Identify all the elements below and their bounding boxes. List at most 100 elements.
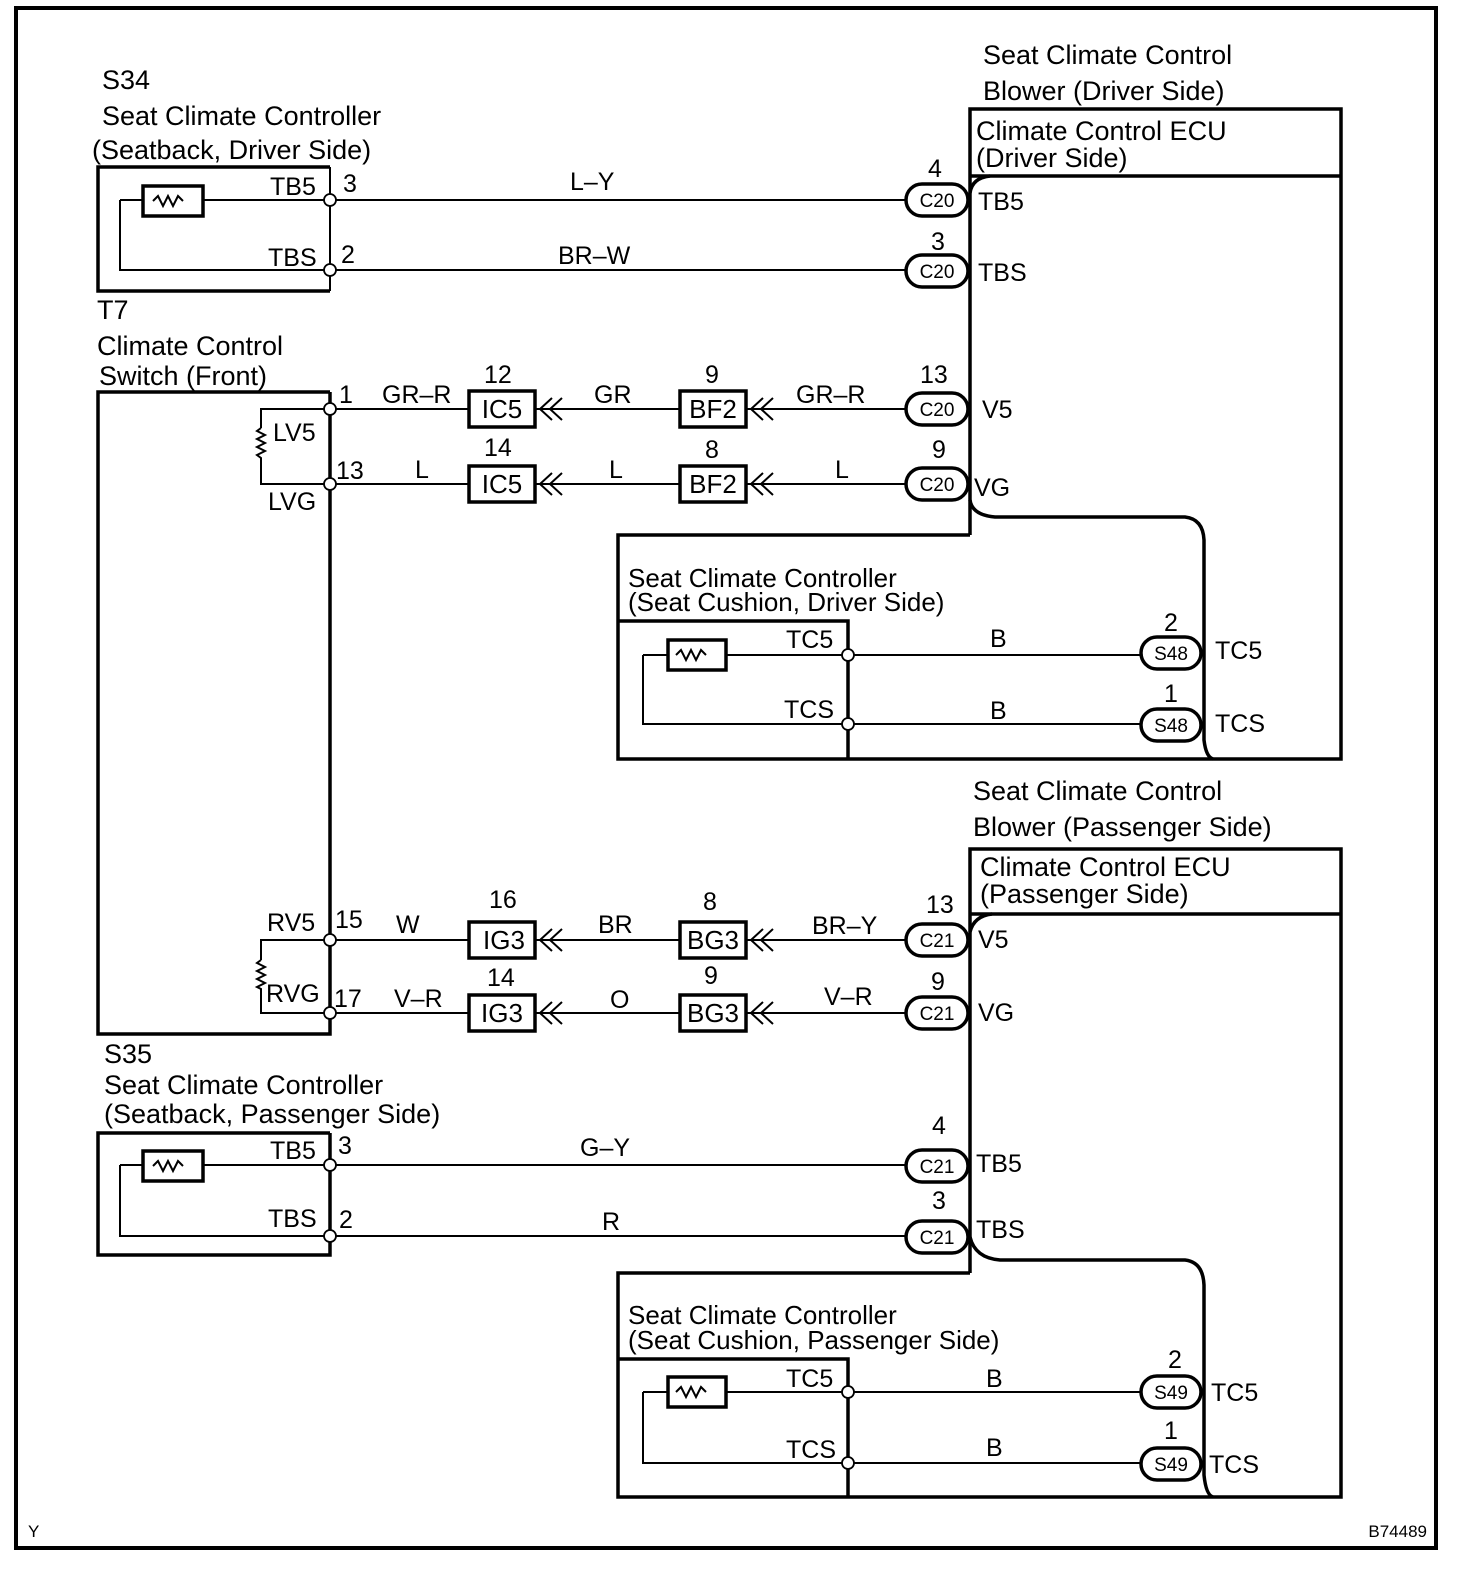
connector-label: C20 — [920, 400, 955, 421]
s34-pin-tbs: TBS — [268, 244, 317, 272]
t7-pin-lv5: LV5 — [273, 419, 316, 447]
component-s34: S34 Seat Climate Controller (Seatback, D… — [92, 65, 381, 293]
junction-connector-ig3 — [467, 920, 537, 960]
junction-pin-number: 9 — [705, 361, 719, 389]
connector-s48 — [1139, 635, 1203, 671]
connector-label: C20 — [920, 191, 955, 212]
junction-pin-number: 16 — [489, 886, 517, 914]
resistor-icon — [675, 1384, 707, 1400]
junction-pin-number: 12 — [484, 361, 512, 389]
junction-pin-number: 14 — [487, 964, 515, 992]
wire-w5: B 2 S48 — [854, 609, 1203, 671]
chevron-connector-icon — [538, 928, 563, 952]
connector-c21 — [904, 995, 970, 1031]
chevron-connector-icon — [749, 1001, 774, 1025]
wire-w3: GR–R 12 IC5 GR 9 BF2 GR–R 13 C20 — [336, 361, 970, 429]
cushion-passenger-pin-tc5: TC5 — [786, 1365, 833, 1393]
terminal-node — [323, 933, 337, 947]
terminal-node — [323, 1229, 337, 1243]
wire-w9: G–Y 4 C21 — [336, 1112, 970, 1184]
s34-sub: (Seatback, Driver Side) — [92, 135, 371, 165]
connector-label: C21 — [920, 1004, 955, 1025]
connector-label: S48 — [1154, 716, 1188, 737]
wire-color-label: B — [990, 625, 1007, 653]
wire-color-label: GR–R — [382, 381, 451, 409]
wire-color-label: GR — [594, 381, 632, 409]
wire-w8: V–R 14 IG3 O 9 BG3 V–R 9 C21 — [336, 962, 970, 1033]
junction-label: IC5 — [482, 394, 522, 424]
t7-pin-17: 17 — [334, 985, 362, 1013]
junction-label: IG3 — [481, 998, 523, 1028]
cushion-passenger-sub: (Seat Cushion, Passenger Side) — [628, 1325, 999, 1355]
chevron-connector-icon — [538, 397, 563, 421]
resistor-icon — [254, 959, 268, 992]
wire-w11: B 2 S49 — [854, 1346, 1203, 1410]
connector-c20 — [904, 391, 970, 427]
wire-color-label: L — [415, 456, 429, 484]
t7-pin-1: 1 — [339, 381, 353, 409]
component-blower-driver: Seat Climate Control Blower (Driver Side… — [968, 40, 1343, 761]
connector-pin-number: 13 — [920, 361, 948, 389]
component-cushion-driver: Seat Climate Controller (Seat Cushion, D… — [616, 533, 1213, 761]
t7-box — [96, 390, 332, 1036]
resistor-icon — [254, 427, 268, 462]
cushion-driver-sub: (Seat Cushion, Driver Side) — [628, 587, 944, 617]
connector-c21 — [904, 1219, 970, 1255]
wire-color-label: L — [609, 456, 623, 484]
wire-color-label: BR–W — [558, 242, 631, 270]
connector-label: C21 — [920, 931, 955, 952]
component-blower-passenger: Seat Climate Control Blower (Passenger S… — [968, 776, 1343, 1499]
terminal-node — [323, 1158, 337, 1172]
resistor-icon — [675, 647, 707, 663]
connector-pin-number: 2 — [1168, 1346, 1182, 1374]
cushion-passenger-pin-tcs: TCS — [786, 1436, 836, 1464]
footer-code-left: Y — [28, 1522, 39, 1541]
wire-color-label: W — [396, 911, 420, 939]
ecu-passenger-subtitle: (Passenger Side) — [980, 879, 1189, 909]
connector-pin-number: 1 — [1164, 1417, 1178, 1445]
blower-passenger-subtitle: Blower (Passenger Side) — [973, 812, 1272, 842]
ecu-pin-tc5: TC5 — [1211, 1379, 1258, 1407]
chevron-connector-icon — [749, 928, 774, 952]
connector-c20 — [904, 253, 970, 289]
connector-c20 — [904, 182, 970, 218]
chevron-connector-icon — [538, 1001, 563, 1025]
terminal-node — [323, 1006, 337, 1020]
s35-pin-2: 2 — [339, 1206, 353, 1234]
connector-pin-number: 3 — [931, 228, 945, 256]
s34-box — [96, 165, 330, 293]
s34-pin-tb5: TB5 — [270, 173, 316, 201]
connector-label: C20 — [920, 475, 955, 496]
junction-connector-bf2 — [678, 389, 748, 429]
blower-passenger-title: Seat Climate Control — [973, 776, 1222, 806]
wire-w1: L–Y 4 C20 — [336, 155, 970, 218]
s35-box — [96, 1131, 332, 1257]
wire-w4: L 14 IC5 L 8 BF2 L 9 C20 — [336, 434, 970, 504]
wire-color-label: G–Y — [580, 1134, 630, 1162]
junction-connector-ic5 — [467, 389, 537, 429]
chevron-connector-icon — [749, 397, 774, 421]
wire-w6: B 1 S48 — [854, 680, 1203, 743]
s34-name: Seat Climate Controller — [102, 101, 381, 131]
s35-name: Seat Climate Controller — [104, 1070, 383, 1100]
junction-label: BF2 — [689, 394, 737, 424]
junction-label: IG3 — [483, 925, 525, 955]
ecu-pin-vg: VG — [978, 999, 1014, 1027]
ecu-pin-tbs: TBS — [976, 1216, 1025, 1244]
t7-sub: Switch (Front) — [99, 361, 267, 391]
junction-label: BG3 — [687, 925, 739, 955]
heater-icon — [141, 1149, 205, 1183]
wire-color-label: B — [986, 1434, 1003, 1462]
terminal-node — [841, 1456, 855, 1470]
connector-c21 — [904, 922, 970, 958]
s34-pin-2: 2 — [341, 241, 355, 269]
wire-color-label: R — [602, 1208, 620, 1236]
junction-pin-number: 14 — [484, 434, 512, 462]
junction-label: BF2 — [689, 469, 737, 499]
cushion-driver-name: Seat Climate Controller — [628, 563, 897, 593]
connector-pin-number: 9 — [931, 968, 945, 996]
terminal-node — [323, 263, 337, 277]
wire-color-label: L — [835, 456, 849, 484]
s35-sub: (Seatback, Passenger Side) — [104, 1099, 440, 1129]
connector-pin-number: 2 — [1164, 609, 1178, 637]
